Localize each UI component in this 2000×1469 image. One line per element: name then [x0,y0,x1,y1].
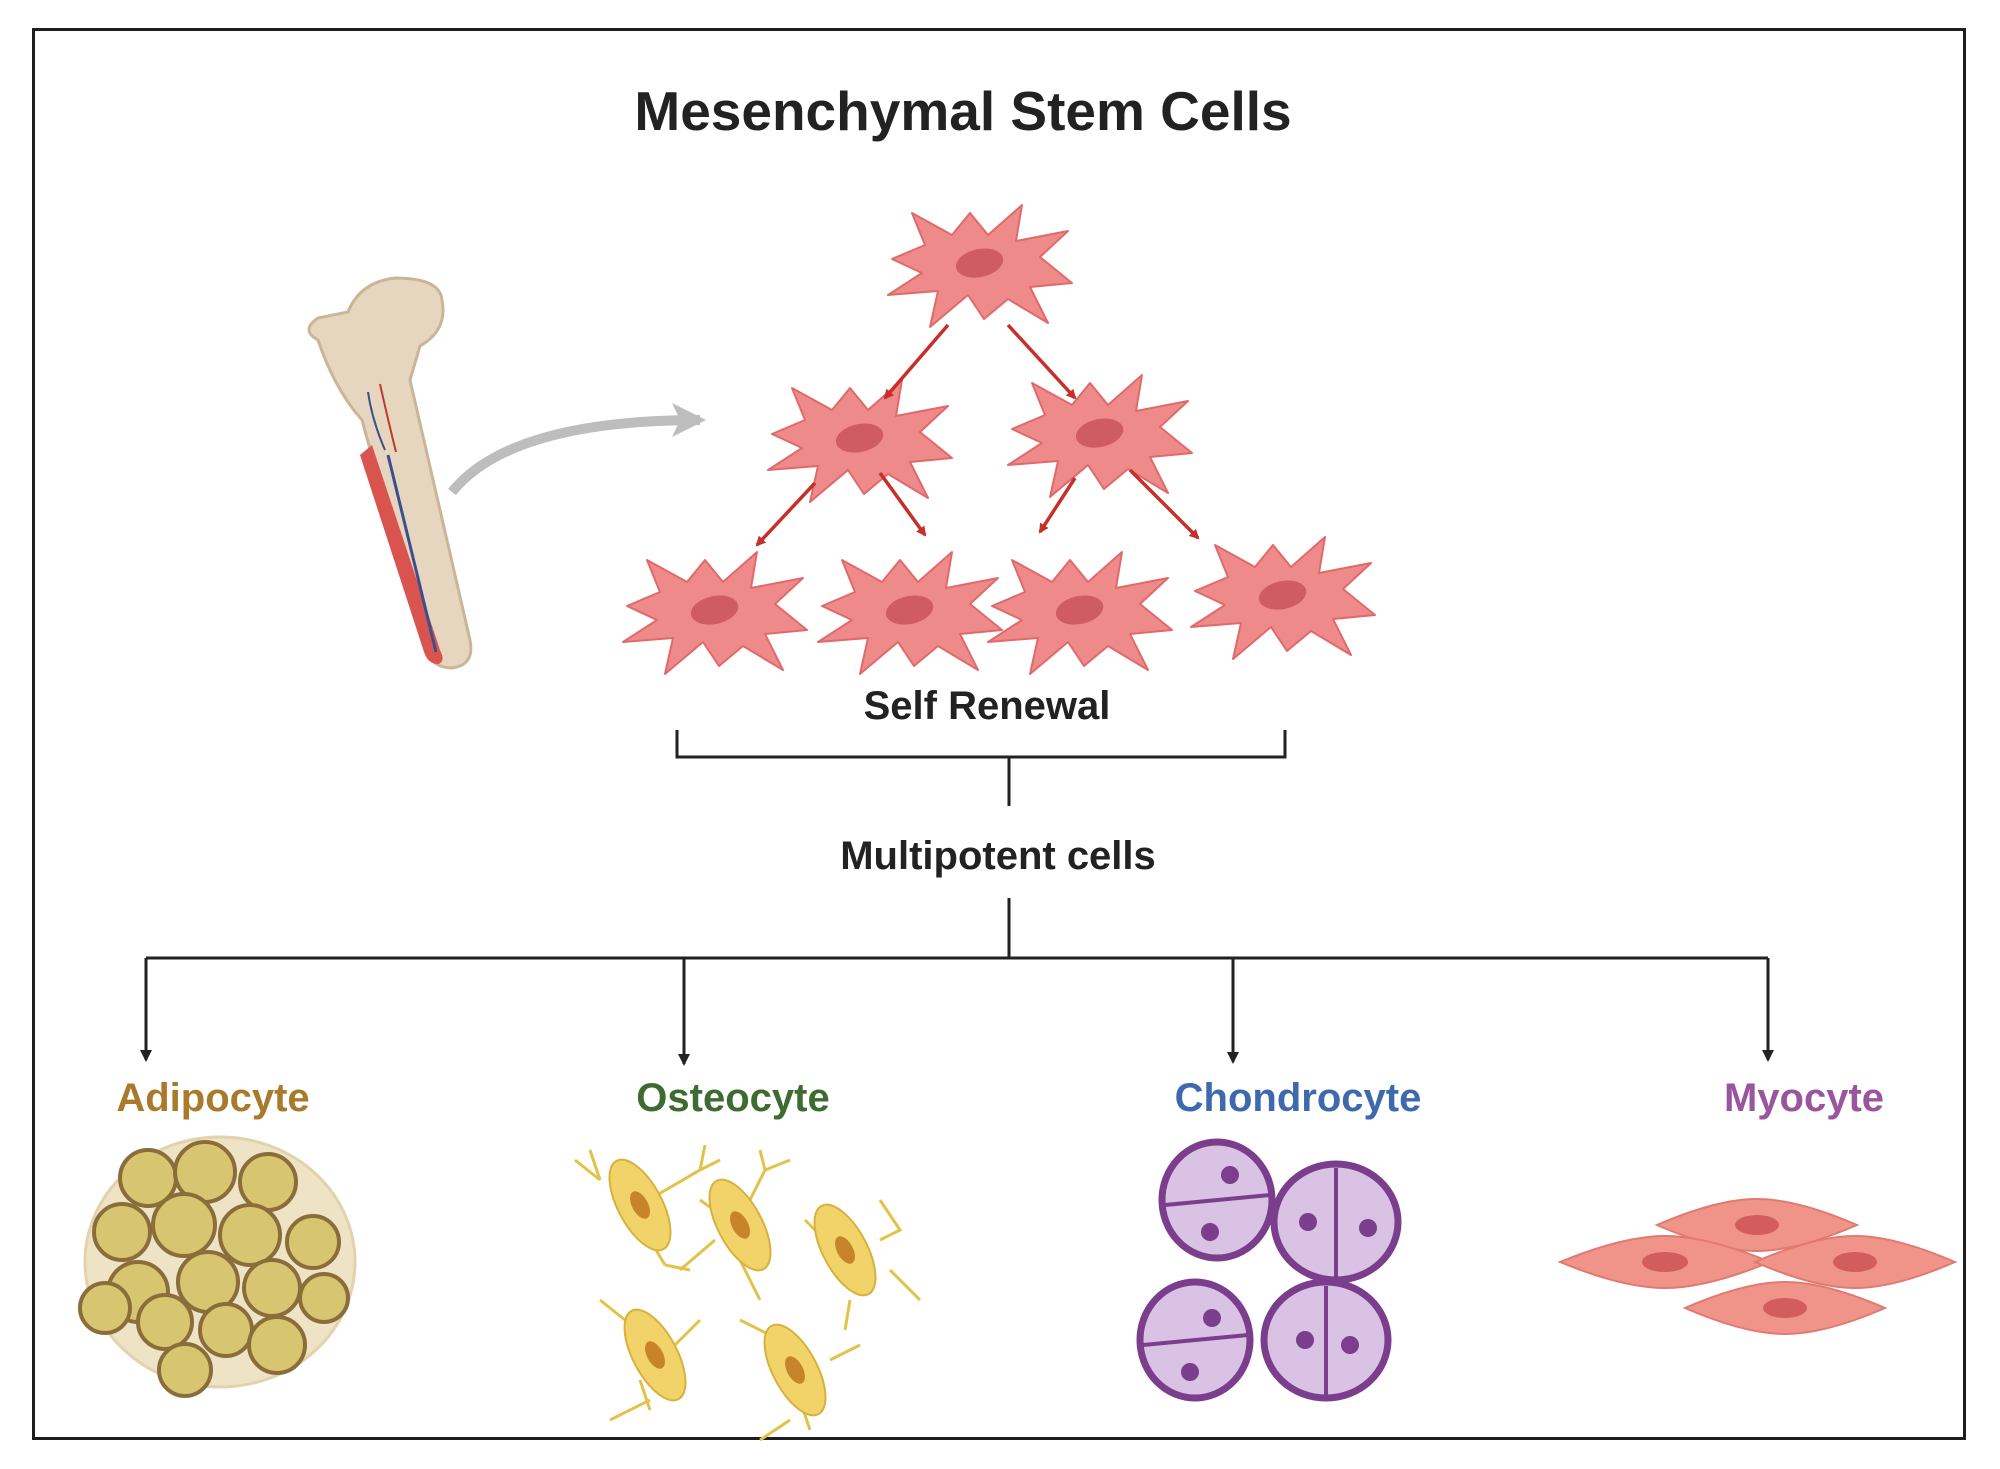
diagram-title: Mesenchymal Stem Cells [634,80,1292,142]
division-arrows [755,323,1200,547]
chondrocyte-cluster-icon [1136,1138,1402,1402]
adipocyte-cluster-icon [78,1135,357,1398]
connector-lines [140,730,1774,1066]
diagram-frame [32,28,1966,1440]
chondrocyte-label: Chondrocyte [1174,1076,1422,1120]
osteocyte-label: Osteocyte [636,1076,830,1120]
multipotent-label: Multipotent cells [840,834,1156,878]
stem-cell-icon [622,204,1376,675]
extraction-arrow [448,403,706,496]
myocyte-group-icon [1558,1198,1956,1335]
adipocyte-label: Adipocyte [116,1076,310,1120]
self-renewal-label: Self Renewal [863,684,1111,728]
osteocyte-network-icon [574,1144,922,1442]
myocyte-label: Myocyte [1723,1076,1885,1120]
femur-bone-icon [307,276,473,670]
